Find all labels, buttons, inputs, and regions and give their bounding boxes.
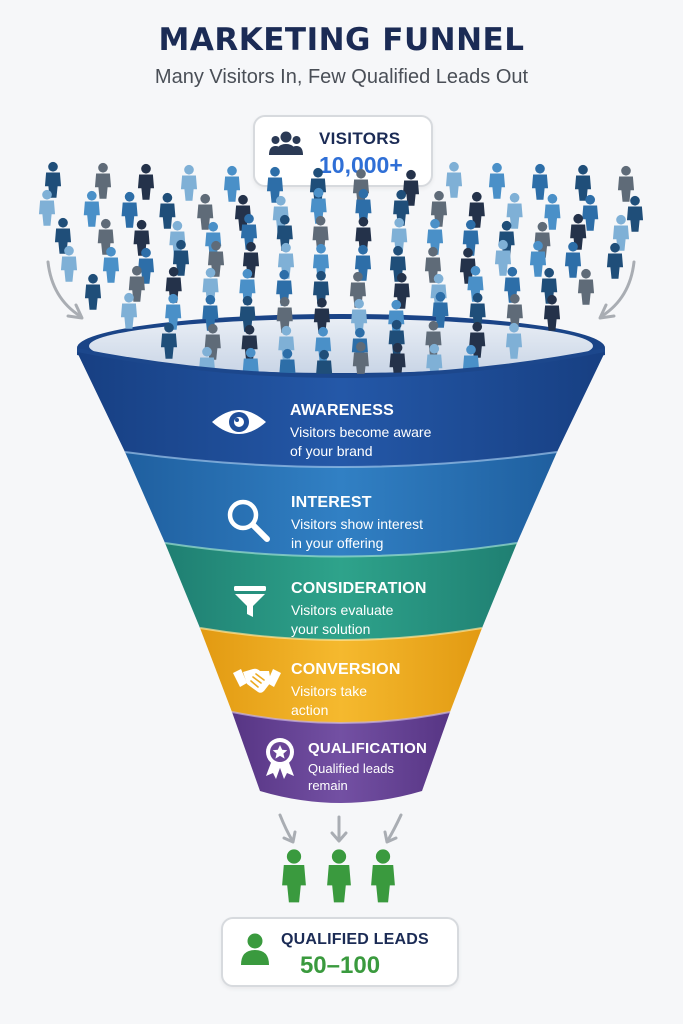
visitor-person-icon [355, 216, 372, 253]
visitor-person-icon [564, 241, 582, 278]
outflow-arrow-right [386, 813, 403, 842]
stage-band-conversion [200, 628, 482, 723]
left-inflow-arrow [46, 260, 82, 318]
visitor-person-icon [582, 194, 599, 231]
visitor-person-icon [432, 291, 449, 328]
stage-description-line2: of your brand [290, 443, 373, 459]
qualified-leads-figures [282, 849, 395, 903]
people-group-icon [269, 131, 303, 155]
funnel-icon [234, 586, 266, 617]
visitor-person-icon [402, 169, 420, 206]
visitor-person-icon [180, 164, 198, 201]
stage-description-line2: action [291, 702, 329, 718]
visitor-person-icon [276, 296, 293, 333]
visitor-person-icon [389, 342, 406, 379]
visitor-person-icon [529, 240, 547, 277]
visitor-person-icon [352, 168, 370, 205]
visitor-person-icon [488, 162, 506, 199]
visitor-person-icon [160, 322, 178, 359]
visitor-person-icon [120, 292, 138, 329]
page-subtitle: Many Visitors In, Few Qualified Leads Ou… [154, 66, 529, 88]
visitor-person-icon [197, 193, 214, 230]
handshake-icon [233, 668, 281, 693]
visitor-person-icon [234, 194, 252, 231]
stage-description-line2: in your offering [291, 535, 384, 551]
magnifier-icon [227, 499, 270, 542]
lead-person-icon [371, 849, 395, 903]
lead-person-icon [282, 849, 306, 903]
qualified-leads-count: 50–100 [299, 952, 381, 979]
visitor-person-icon [505, 322, 523, 359]
visitor-person-icon [94, 162, 112, 199]
visitor-person-icon [469, 292, 486, 329]
stage-conversion: CONVERSION Visitors take action [291, 661, 401, 720]
stage-name: QUALIFICATION [308, 740, 427, 757]
lead-person-icon [327, 849, 351, 903]
right-inflow-arrow [600, 260, 636, 318]
award-badge-icon [266, 738, 294, 779]
stage-name: CONSIDERATION [291, 580, 427, 597]
stage-description-line2: your solution [291, 621, 371, 637]
visitor-person-icon [351, 298, 368, 335]
visitor-person-icon [137, 163, 155, 200]
visitors-label: VISITORS [319, 129, 401, 148]
stage-description-line1: Visitors show interest [291, 516, 424, 532]
visitor-person-icon [309, 167, 327, 204]
stage-description-line2: remain [308, 778, 348, 793]
visitor-person-icon [355, 188, 372, 225]
visitor-crowd [38, 161, 644, 386]
visitor-person-icon [223, 165, 241, 202]
visitor-person-icon [606, 242, 624, 279]
visitor-person-icon [445, 161, 463, 198]
visitor-person-icon [574, 164, 592, 201]
visitor-person-icon [60, 245, 78, 282]
stage-description-line1: Visitors become aware [290, 424, 432, 440]
visitor-person-icon [102, 246, 120, 283]
visitor-person-icon [38, 189, 56, 226]
visitors-card: VISITORS 10,000+ [253, 115, 433, 187]
stage-description-line1: Visitors evaluate [291, 602, 394, 618]
stage-consideration: CONSIDERATION Visitors evaluate your sol… [291, 580, 427, 639]
visitor-person-icon [506, 293, 523, 330]
stage-band-qualification [232, 712, 450, 803]
stage-qualification: QUALIFICATION Qualified leads remain [308, 740, 427, 794]
visitor-person-icon [84, 273, 102, 310]
visitor-person-icon [313, 297, 330, 334]
stage-name: INTEREST [291, 494, 372, 511]
visitor-person-icon [83, 190, 100, 227]
visitor-person-icon [352, 341, 369, 378]
stage-awareness: AWARENESS Visitors become aware of your … [290, 402, 431, 461]
visitor-person-icon [617, 165, 635, 202]
visitor-person-icon [626, 195, 644, 232]
visitor-person-icon [159, 192, 176, 229]
visitor-person-icon [121, 191, 138, 228]
visitor-person-icon [506, 192, 523, 229]
page-title: MARKETING FUNNEL [158, 22, 525, 58]
stage-band-interest [125, 452, 557, 557]
visitor-person-icon [494, 239, 512, 276]
stage-name: CONVERSION [291, 661, 401, 678]
visitor-person-icon [531, 163, 549, 200]
person-icon [241, 933, 269, 965]
stage-band-awareness [77, 352, 605, 467]
stage-description-line1: Visitors take [291, 683, 367, 699]
stage-interest: INTEREST Visitors show interest in your … [291, 494, 423, 553]
outflow-arrow-left [278, 813, 294, 842]
qualified-leads-label: QUALIFIED LEADS [281, 931, 429, 948]
stage-name: AWARENESS [290, 402, 395, 419]
qualified-leads-card: QUALIFIED LEADS 50–100 [221, 917, 459, 987]
stage-description-line1: Qualified leads [308, 761, 394, 776]
visitor-person-icon [544, 193, 561, 230]
visitor-person-icon [577, 268, 595, 305]
visitor-person-icon [312, 215, 329, 252]
visitor-person-icon [543, 294, 561, 331]
eye-icon [212, 410, 266, 434]
